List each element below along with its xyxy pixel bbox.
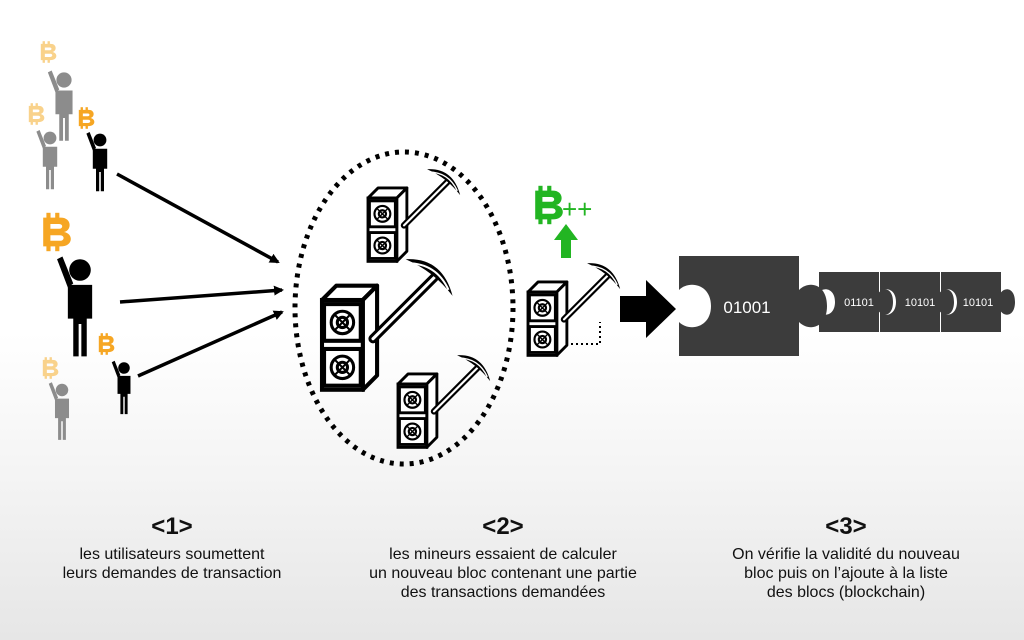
winning-miner: ++ bbox=[528, 185, 620, 356]
transaction-arrows bbox=[116, 172, 284, 378]
users-group bbox=[28, 41, 131, 440]
arrow-up-icon bbox=[554, 224, 578, 258]
step-text-line: des blocs (blockchain) bbox=[766, 584, 926, 601]
block-label-main: 01001 bbox=[723, 298, 770, 317]
bitcoin-icon bbox=[535, 185, 563, 225]
step-text-line: un nouveau bloc contenant une partie bbox=[369, 565, 637, 582]
step-text-line: bloc puis on l’ajoute à la liste bbox=[744, 565, 948, 582]
bitcoin-icon bbox=[28, 103, 45, 125]
miner-server-icon bbox=[368, 169, 460, 261]
bitcoin-icon bbox=[43, 212, 71, 252]
person-icon bbox=[86, 132, 108, 192]
miners-pool bbox=[292, 149, 516, 467]
miner-server-icon bbox=[322, 259, 453, 390]
step-number: <2> bbox=[482, 513, 524, 540]
person-icon bbox=[111, 360, 131, 415]
caption-step-1: <1> les utilisateurs soumettent leurs de… bbox=[12, 513, 332, 583]
step-text-line: les utilisateurs soumettent bbox=[79, 546, 265, 563]
arrow-icon bbox=[116, 172, 280, 264]
person-icon bbox=[48, 382, 70, 440]
block-label-chain-3: 10101 bbox=[963, 297, 994, 309]
person-icon bbox=[47, 70, 73, 141]
person-icon bbox=[36, 130, 58, 190]
reward-plus: ++ bbox=[562, 194, 592, 224]
miner-server-icon bbox=[398, 355, 490, 447]
bitcoin-icon bbox=[78, 107, 95, 129]
caption-step-3: <3> On vérifie la validité du nouveau bl… bbox=[686, 513, 1006, 602]
step-text-line: les mineurs essaient de calculer bbox=[389, 546, 617, 563]
block-label-chain-2: 10101 bbox=[905, 297, 936, 309]
step-number: <1> bbox=[151, 513, 193, 540]
caption-step-2: <2> les mineurs essaient de calculer un … bbox=[343, 513, 663, 602]
step-text-line: leurs demandes de transaction bbox=[62, 565, 282, 582]
arrow-right-icon bbox=[620, 280, 676, 338]
arrow-icon bbox=[137, 310, 284, 378]
step-number: <3> bbox=[825, 513, 867, 540]
block-label-chain-1: 01101 bbox=[844, 297, 874, 309]
person-icon bbox=[57, 256, 93, 357]
step-text-line: des transactions demandées bbox=[400, 584, 606, 601]
miner-server-icon bbox=[528, 263, 620, 355]
arrow-icon bbox=[119, 285, 284, 304]
bitcoin-icon bbox=[98, 333, 115, 355]
bitcoin-icon bbox=[40, 41, 57, 63]
bitcoin-icon bbox=[42, 357, 59, 379]
step-text-line: On vérifie la validité du nouveau bbox=[732, 546, 960, 563]
blockchain: 01001 01101 10101 10101 bbox=[679, 256, 1015, 356]
